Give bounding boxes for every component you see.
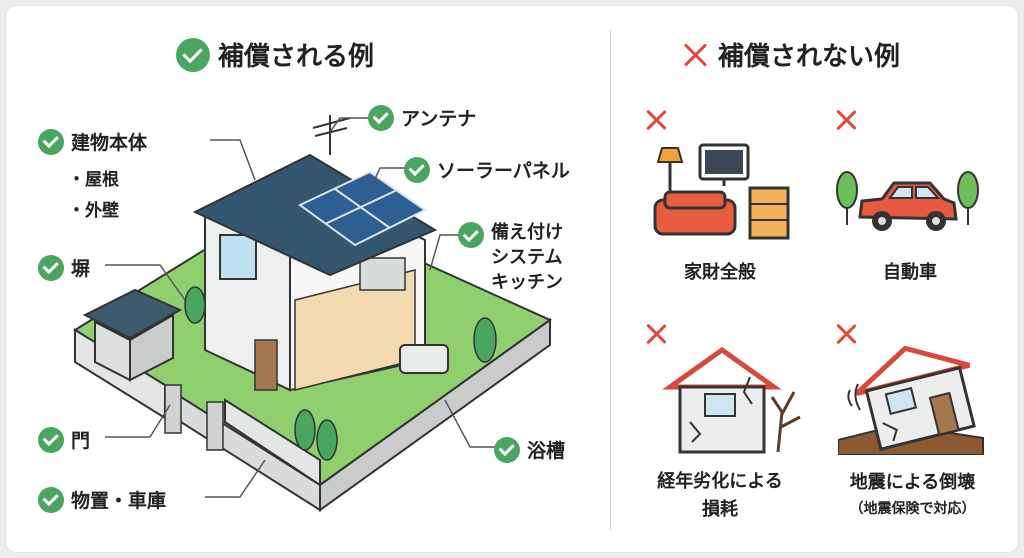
check-icon — [38, 426, 64, 453]
kitchen-unit — [359, 257, 406, 291]
front-door — [254, 339, 278, 391]
check-icon — [38, 254, 64, 281]
column-divider — [610, 30, 611, 530]
check-icon — [368, 104, 394, 131]
label-kitchen: 備え付け システム キッチン — [458, 220, 563, 295]
check-icon — [404, 156, 430, 183]
label-roof: ・屋根 — [68, 170, 119, 190]
tree-front-2 — [316, 419, 338, 461]
caption-household: 家財全般 — [684, 262, 756, 283]
shed-roof — [82, 288, 183, 340]
tree-right — [473, 317, 497, 363]
check-icon — [38, 128, 64, 155]
caption-car: 自動車 — [883, 262, 937, 283]
label-shed: 物置・車庫 — [38, 486, 166, 513]
shed-door — [129, 313, 174, 382]
label-wall: ・外壁 — [68, 201, 119, 221]
label-building: 建物本体 — [38, 128, 147, 155]
house-illustration — [73, 115, 552, 512]
label-fence: 塀 — [38, 254, 90, 281]
label-bath: 浴槽 — [494, 436, 565, 463]
caption-quake-note: （地震保険で対応） — [849, 501, 976, 517]
check-icon — [458, 222, 484, 248]
label-solar: ソーラーパネル — [404, 156, 570, 183]
tree-front — [294, 409, 316, 451]
not-covered-title: 補償されない例 — [680, 36, 900, 73]
fence-block-right — [224, 398, 321, 487]
gate-post — [164, 384, 182, 434]
aged-house-icon — [662, 346, 801, 454]
cross-icon — [643, 107, 669, 133]
collapsed-house-icon — [838, 345, 984, 455]
bathtub — [399, 344, 449, 374]
car-icon — [836, 171, 979, 231]
caption-quake: 地震による倒壊 — [849, 472, 976, 493]
covered-title: 補償される例 — [176, 36, 374, 73]
check-icon — [38, 486, 64, 513]
check-icon — [494, 436, 520, 463]
furniture-icon — [653, 143, 790, 240]
caption-aging: 経年劣化による 損耗 — [657, 471, 783, 520]
cross-icon — [833, 107, 859, 133]
tree — [184, 286, 206, 324]
gate-post-right — [206, 401, 224, 451]
check-circle-icon — [176, 37, 210, 72]
label-antenna: アンテナ — [368, 104, 476, 131]
wall-side — [319, 318, 551, 512]
window — [219, 234, 257, 280]
label-gate: 門 — [38, 426, 90, 453]
